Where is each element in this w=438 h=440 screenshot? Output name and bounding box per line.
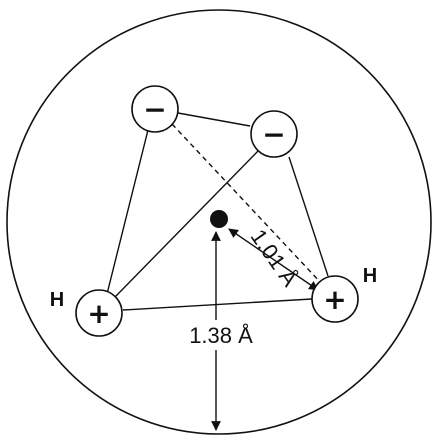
positive-charge-left: +: [75, 289, 123, 337]
bond-length-label: 1.01 Å: [246, 224, 303, 291]
positive-sign: +: [87, 297, 110, 330]
negative-sign: −: [143, 93, 166, 126]
edge-neg1-to-hright-dashed: [171, 123, 323, 285]
edge-neg1-to-neg2: [177, 112, 251, 127]
edge-hleft-to-hright: [122, 298, 313, 311]
negative-sign: −: [262, 118, 285, 151]
negative-charge-upper-left: −: [131, 85, 179, 133]
positive-charge-right: +: [311, 275, 359, 323]
bond-length-arrow: [228, 228, 319, 291]
radius-label-background: [182, 320, 260, 350]
radius-label: 1.38 Å: [189, 323, 253, 348]
positive-sign: +: [323, 283, 346, 316]
edge-neg2-to-hright: [288, 156, 329, 277]
negative-charge-upper-right: −: [250, 110, 298, 158]
van-der-waals-sphere: [6, 9, 432, 435]
hydrogen-label-left: H: [50, 289, 64, 311]
oxygen-center-dot: [210, 210, 228, 228]
hydrogen-label-right: H: [363, 265, 377, 287]
edge-neg2-to-hleft: [114, 150, 259, 298]
edge-neg1-to-hleft: [106, 129, 149, 295]
